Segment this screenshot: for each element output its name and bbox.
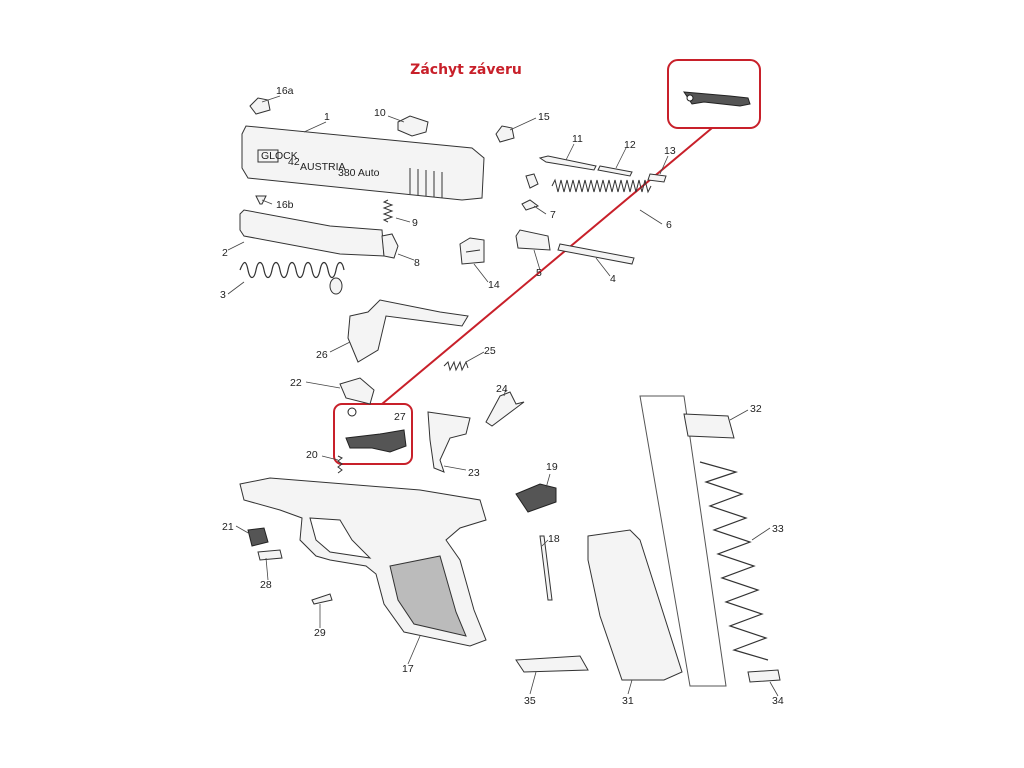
part-8-locking-block-part (381, 233, 399, 259)
label-27: 27 (394, 411, 406, 423)
slide-brand-text: GLOCK (261, 150, 298, 162)
label-21: 21 (222, 521, 234, 533)
part-9-spring (382, 199, 394, 223)
label-11: 11 (572, 133, 583, 145)
part-27-highlight-box (333, 403, 413, 465)
label-18: 18 (548, 533, 560, 545)
part-31-magazine-tube (587, 529, 683, 681)
part-35-floorplate (515, 655, 589, 673)
label-7: 7 (550, 209, 556, 221)
label-22: 22 (290, 377, 302, 389)
part-1-slide (241, 125, 485, 201)
part-3-recoil-spring-assembly (239, 261, 345, 279)
part-33-magazine-spring (699, 461, 769, 661)
magazine-box-outline (639, 395, 727, 687)
zoom-callout-box (667, 59, 761, 129)
part-4-guide-rod (557, 243, 635, 265)
label-17: 17 (402, 663, 414, 675)
part-29-pin (311, 593, 333, 605)
label-10: 10 (374, 107, 386, 119)
slide-group: GLOCK 42 AUSTRIA 380 Auto (241, 97, 515, 265)
label-13: 13 (664, 145, 676, 157)
part-16a-rear-sight (249, 97, 271, 115)
part-24-ejector (485, 391, 525, 427)
label-34: 34 (772, 695, 784, 707)
label-1: 1 (324, 111, 330, 123)
label-31: 31 (622, 695, 634, 707)
barrel-group (239, 178, 652, 295)
slide-caliber-text: 380 Auto (338, 167, 380, 179)
part-11-firing-pin (538, 155, 597, 171)
highlight-callout (333, 59, 761, 465)
frame-group (239, 477, 557, 647)
label-16b: 16b (276, 199, 294, 211)
label-15: 15 (538, 111, 550, 123)
label-28: 28 (260, 579, 272, 591)
part-19-spring-housing (515, 483, 557, 513)
leader-lines (227, 95, 779, 697)
label-12: 12 (624, 139, 636, 151)
part-23-trigger-housing (427, 411, 471, 473)
label-8: 8 (414, 257, 420, 269)
callout-connector-line (381, 127, 713, 405)
label-29: 29 (314, 627, 326, 639)
part-2-barrel (239, 209, 385, 257)
label-23: 23 (468, 467, 480, 479)
label-35: 35 (524, 695, 536, 707)
label-2: 2 (222, 247, 228, 259)
label-16a: 16a (276, 85, 294, 97)
part-18-pin (539, 535, 553, 601)
part-7-spring-cups (521, 173, 540, 211)
part-labels: 16a 1 10 15 11 12 13 16b 9 7 6 2 8 5 4 3… (220, 85, 784, 707)
label-32: 32 (750, 403, 762, 415)
part-28-pin (257, 549, 283, 561)
label-3: 3 (220, 289, 226, 301)
trigger-group (337, 299, 525, 474)
label-26: 26 (316, 349, 328, 361)
label-19: 19 (546, 461, 558, 473)
part-5-recoil-tube (515, 229, 551, 251)
label-5: 5 (536, 267, 542, 279)
label-20: 20 (306, 449, 318, 461)
firing-pin-group (521, 155, 667, 211)
label-6: 6 (666, 219, 672, 231)
label-25: 25 (484, 345, 496, 357)
part-21-slide-lock (247, 527, 269, 547)
part-20-spring (337, 455, 343, 474)
label-33: 33 (772, 523, 784, 535)
part-13-spacer-sleeve (647, 173, 667, 183)
part-25-spring (443, 360, 469, 372)
label-14: 14 (488, 279, 500, 291)
part-27-slide-stop-lever (345, 429, 407, 453)
part-12-firing-pin-spring (597, 165, 633, 177)
slide-model-text: 42 (288, 156, 300, 168)
part-15-front-sight (495, 125, 515, 143)
part-6-recoil-spring (551, 178, 652, 194)
diagram-title: Záchyt záveru (410, 62, 522, 78)
part-10-extractor (397, 115, 429, 137)
slide-country-text: AUSTRIA (300, 161, 346, 173)
part-16b-screw (255, 195, 267, 205)
part-22-slide-lock (339, 377, 375, 405)
zoom-slide-stop-lever (683, 91, 751, 107)
label-4: 4 (610, 273, 616, 285)
part-34-floorplate-insert (747, 669, 781, 683)
magazine-group (515, 395, 781, 687)
part-26-trigger-bar (347, 299, 469, 363)
label-24: 24 (496, 383, 508, 395)
part-32-follower (683, 413, 735, 439)
label-9: 9 (412, 217, 418, 229)
